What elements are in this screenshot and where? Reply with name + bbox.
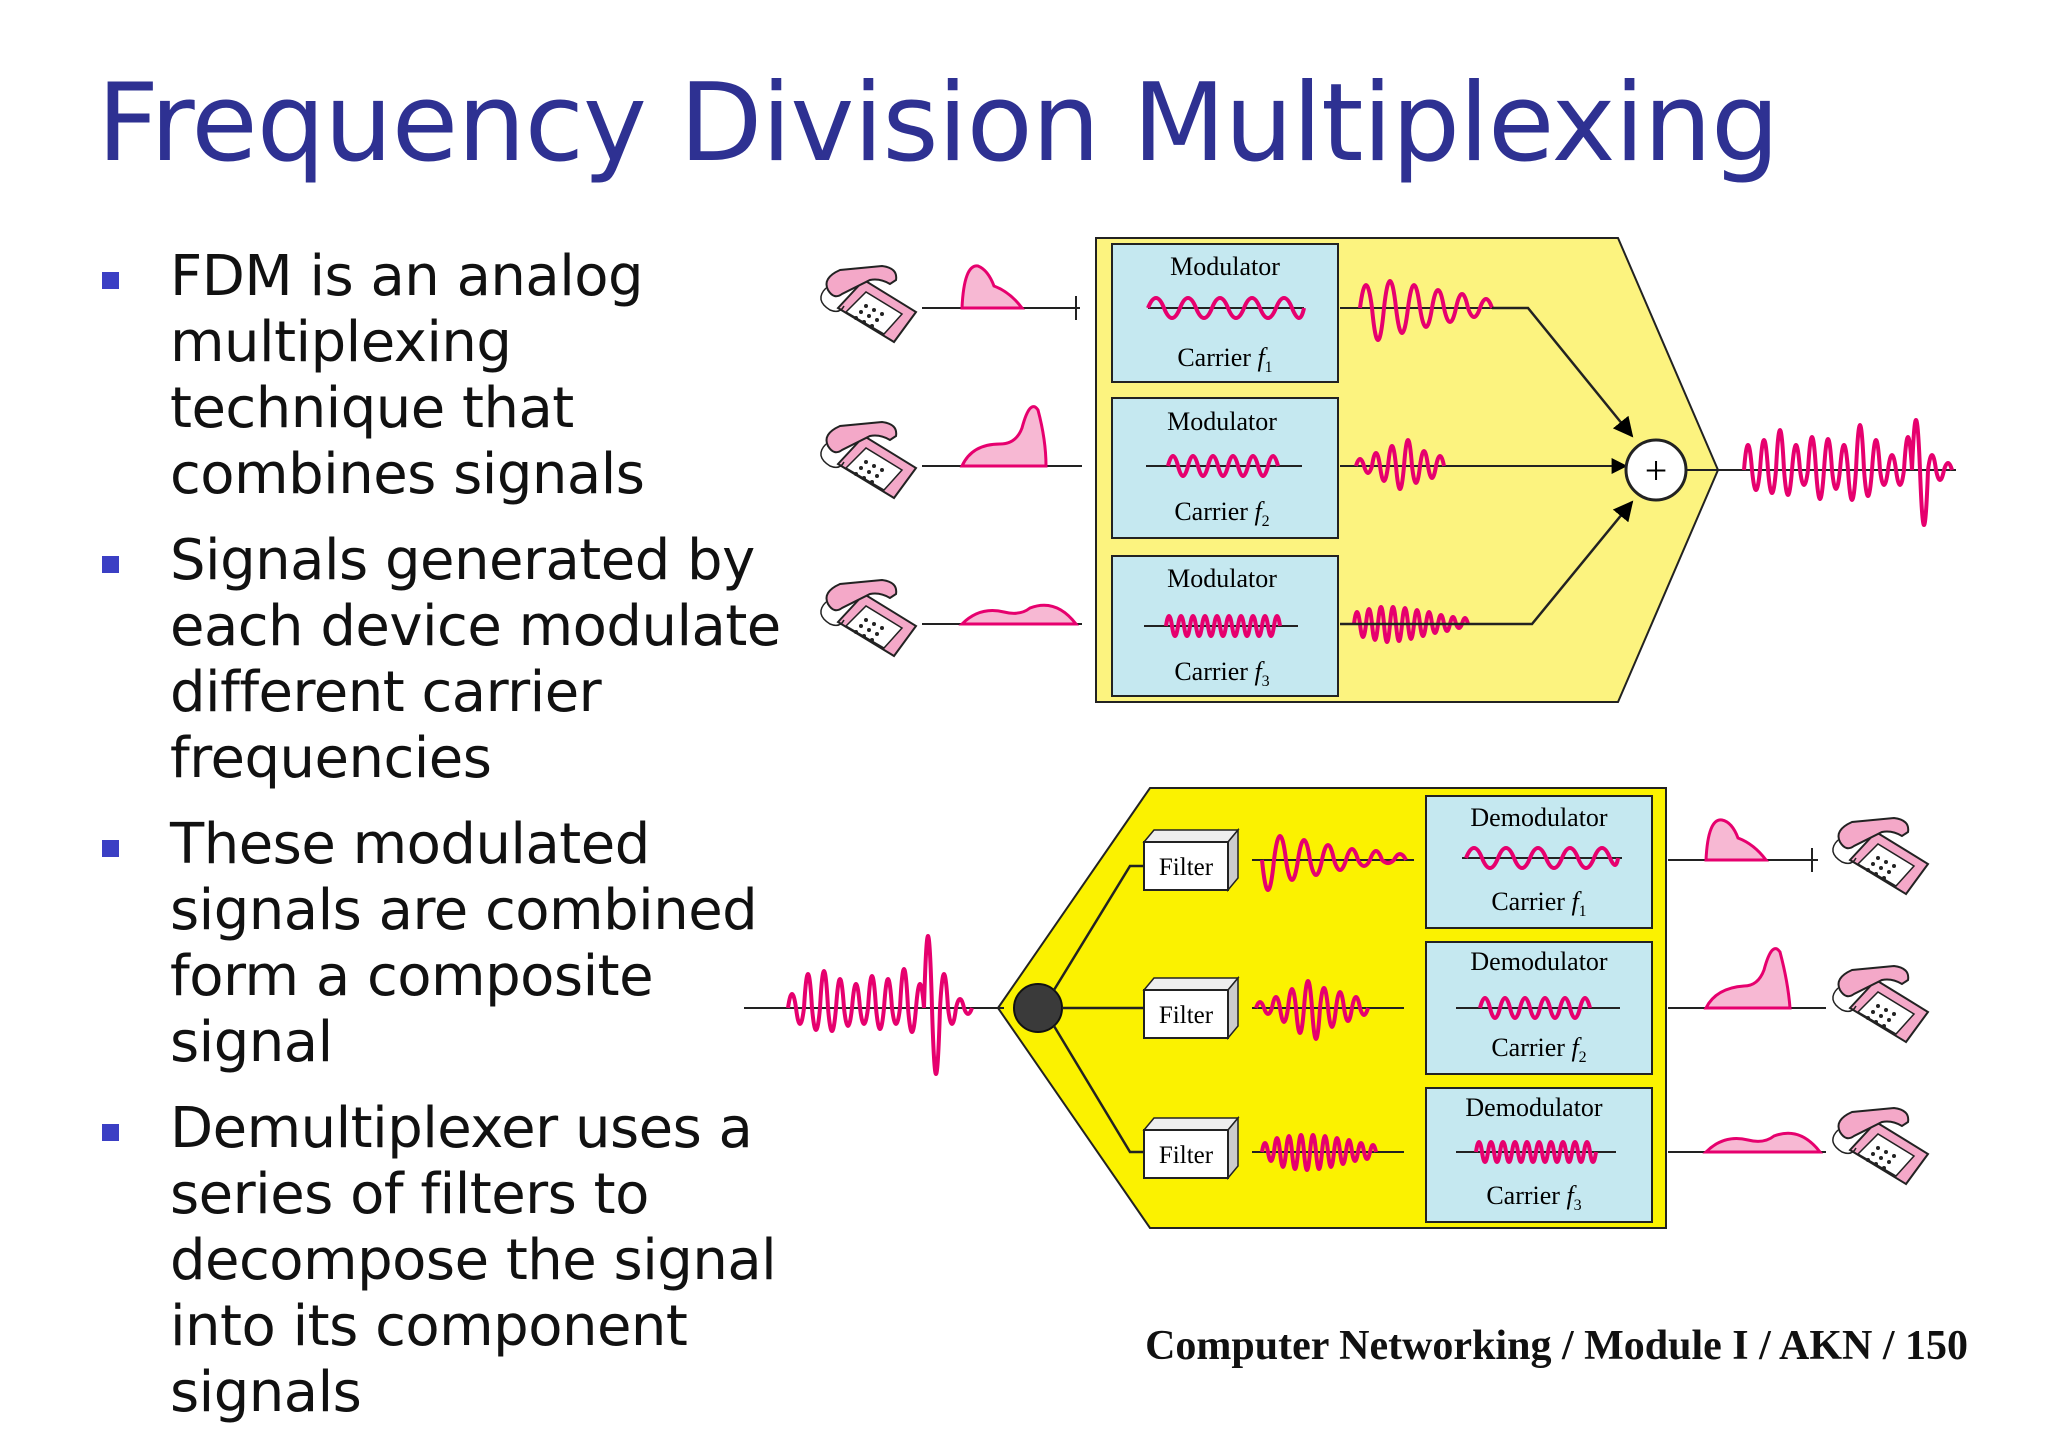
bullet-item: Signals generated by each device modulat… bbox=[98, 528, 798, 792]
bullet-item: These modulated signals are combined for… bbox=[98, 812, 798, 1076]
adder-symbol: + bbox=[1645, 448, 1668, 493]
square-bullet-icon bbox=[102, 840, 119, 857]
square-bullet-icon bbox=[102, 1124, 119, 1141]
modulator-box: Modulator Carrier f1 bbox=[1111, 243, 1339, 383]
carrier-sub: 1 bbox=[1579, 903, 1587, 920]
modulated-signal bbox=[1340, 500, 1634, 644]
svg-text:Carrier f3: Carrier f3 bbox=[1174, 657, 1269, 690]
svg-text:Carrier f1: Carrier f1 bbox=[1491, 887, 1586, 920]
carrier-label: Carrier bbox=[1177, 343, 1251, 372]
telephone-icon bbox=[1831, 965, 1929, 1043]
modulated-signal bbox=[1340, 438, 1628, 491]
carrier-label: Carrier bbox=[1486, 1181, 1560, 1210]
demodulator-box: Demodulator Carrier f2 bbox=[1425, 941, 1653, 1075]
bullet-text: Signals generated by each device modulat… bbox=[170, 528, 781, 791]
carrier-sub: 2 bbox=[1579, 1049, 1587, 1066]
composite-signal-input bbox=[744, 934, 1004, 1076]
slide-title: Frequency Division Multiplexing bbox=[97, 61, 1779, 186]
svg-text:Carrier f2: Carrier f2 bbox=[1174, 497, 1269, 530]
modulator-label: Modulator bbox=[1167, 564, 1277, 593]
carrier-label: Carrier bbox=[1491, 1033, 1565, 1062]
svg-text:Carrier f1: Carrier f1 bbox=[1177, 343, 1272, 376]
telephone-icon bbox=[819, 579, 917, 657]
carrier-sub: 2 bbox=[1262, 513, 1270, 530]
modulator-box: Modulator Carrier f3 bbox=[1111, 555, 1339, 697]
bullet-list: FDM is an analog multiplexing technique … bbox=[98, 244, 798, 1446]
slide-footer: Computer Networking / Module I / AKN / 1… bbox=[1145, 1323, 1968, 1369]
carrier-sub: 3 bbox=[1574, 1197, 1582, 1214]
carrier-sub: 3 bbox=[1262, 673, 1270, 690]
filter-label: Filter bbox=[1159, 1002, 1214, 1029]
composite-signal-output bbox=[1686, 418, 1956, 527]
demodulator-label: Demodulator bbox=[1470, 803, 1608, 832]
splitter-node-icon bbox=[1013, 983, 1063, 1033]
filtered-signal bbox=[1252, 979, 1404, 1041]
bullet-text: FDM is an analog multiplexing technique … bbox=[170, 244, 645, 507]
adder-icon: + bbox=[1624, 438, 1688, 502]
carrier-label: Carrier bbox=[1174, 497, 1248, 526]
modulator-label: Modulator bbox=[1167, 407, 1277, 436]
input-signal bbox=[922, 405, 1082, 468]
bullet-item: FDM is an analog multiplexing technique … bbox=[98, 244, 798, 508]
splitter-branches bbox=[1052, 864, 1144, 1154]
bullet-text: These modulated signals are combined for… bbox=[170, 812, 758, 1075]
square-bullet-icon bbox=[102, 272, 119, 289]
bullet-item: Demultiplexer uses a series of filters t… bbox=[98, 1096, 798, 1426]
telephone-icon bbox=[1831, 1107, 1929, 1185]
modulator-label: Modulator bbox=[1170, 252, 1280, 281]
output-signal bbox=[1668, 1131, 1826, 1154]
svg-text:Carrier f2: Carrier f2 bbox=[1491, 1033, 1586, 1066]
filter-box: Filter bbox=[1142, 1115, 1240, 1181]
telephone-icon bbox=[1831, 817, 1929, 895]
filter-label: Filter bbox=[1159, 1142, 1214, 1169]
modulated-signal bbox=[1340, 279, 1634, 438]
carrier-freq: f bbox=[1254, 657, 1265, 686]
svg-text:Carrier f3: Carrier f3 bbox=[1486, 1181, 1581, 1214]
filter-box: Filter bbox=[1142, 827, 1240, 893]
filtered-signal bbox=[1252, 834, 1414, 892]
filter-box: Filter bbox=[1142, 975, 1240, 1041]
demodulator-box: Demodulator Carrier f1 bbox=[1425, 795, 1653, 929]
carrier-label: Carrier bbox=[1491, 887, 1565, 916]
telephone-icon bbox=[819, 265, 917, 343]
carrier-freq: f bbox=[1571, 887, 1582, 916]
carrier-freq: f bbox=[1257, 343, 1268, 372]
carrier-freq: f bbox=[1566, 1181, 1577, 1210]
modulator-box: Modulator Carrier f2 bbox=[1111, 397, 1339, 539]
output-signal bbox=[1668, 818, 1818, 872]
carrier-sub: 1 bbox=[1265, 359, 1273, 376]
filtered-signal bbox=[1252, 1133, 1404, 1172]
carrier-freq: f bbox=[1571, 1033, 1582, 1062]
carrier-freq: f bbox=[1254, 497, 1265, 526]
square-bullet-icon bbox=[102, 556, 119, 573]
telephone-icon bbox=[819, 421, 917, 499]
carrier-label: Carrier bbox=[1174, 657, 1248, 686]
input-signal bbox=[922, 264, 1080, 320]
filter-label: Filter bbox=[1159, 854, 1214, 881]
demodulator-label: Demodulator bbox=[1465, 1093, 1603, 1122]
demodulator-label: Demodulator bbox=[1470, 947, 1608, 976]
output-signal bbox=[1668, 947, 1826, 1010]
bullet-text: Demultiplexer uses a series of filters t… bbox=[170, 1096, 777, 1425]
demodulator-box: Demodulator Carrier f3 bbox=[1425, 1087, 1653, 1223]
input-signal bbox=[922, 603, 1082, 626]
